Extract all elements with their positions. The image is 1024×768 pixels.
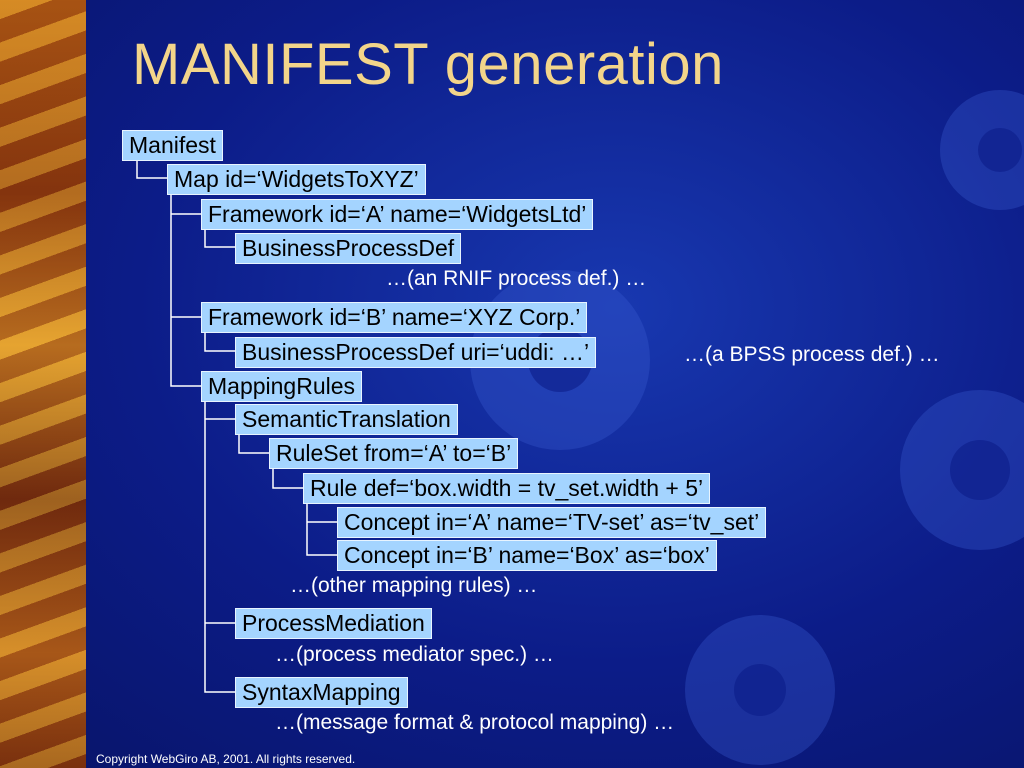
note-other-mapping-rules: …(other mapping rules) …	[290, 574, 538, 597]
note-bpss-process: …(a BPSS process def.) …	[684, 343, 940, 366]
node-rule: Rule def=‘box.width = tv_set.width + 5’	[303, 473, 711, 504]
note-process-mediator: …(process mediator spec.) …	[275, 643, 554, 666]
node-business-process-def-b: BusinessProcessDef uri=‘uddi: …’	[235, 337, 597, 368]
node-manifest: Manifest	[122, 130, 223, 161]
node-concept-b: Concept in=‘B’ name=‘Box’ as=‘box’	[337, 540, 717, 571]
node-business-process-def-a: BusinessProcessDef	[235, 233, 462, 264]
slide-title: MANIFEST generation	[132, 32, 724, 97]
node-semantic-translation: SemanticTranslation	[235, 404, 458, 435]
decorative-left-strip	[0, 0, 86, 768]
node-syntax-mapping: SyntaxMapping	[235, 677, 408, 708]
node-process-mediation: ProcessMediation	[235, 608, 432, 639]
note-message-format: …(message format & protocol mapping) …	[275, 711, 675, 734]
node-framework-a: Framework id=‘A’ name=‘WidgetsLtd’	[201, 199, 594, 230]
node-mapping-rules: MappingRules	[201, 371, 363, 402]
copyright-text: Copyright WebGiro AB, 2001. All rights r…	[96, 752, 356, 766]
node-framework-b: Framework id=‘B’ name=‘XYZ Corp.’	[201, 302, 588, 333]
node-ruleset: RuleSet from=‘A’ to=‘B’	[269, 438, 519, 469]
node-map: Map id=‘WidgetsToXYZ’	[167, 164, 426, 195]
node-concept-a: Concept in=‘A’ name=‘TV-set’ as=‘tv_set’	[337, 507, 767, 538]
note-rnif-process: …(an RNIF process def.) …	[386, 267, 647, 290]
